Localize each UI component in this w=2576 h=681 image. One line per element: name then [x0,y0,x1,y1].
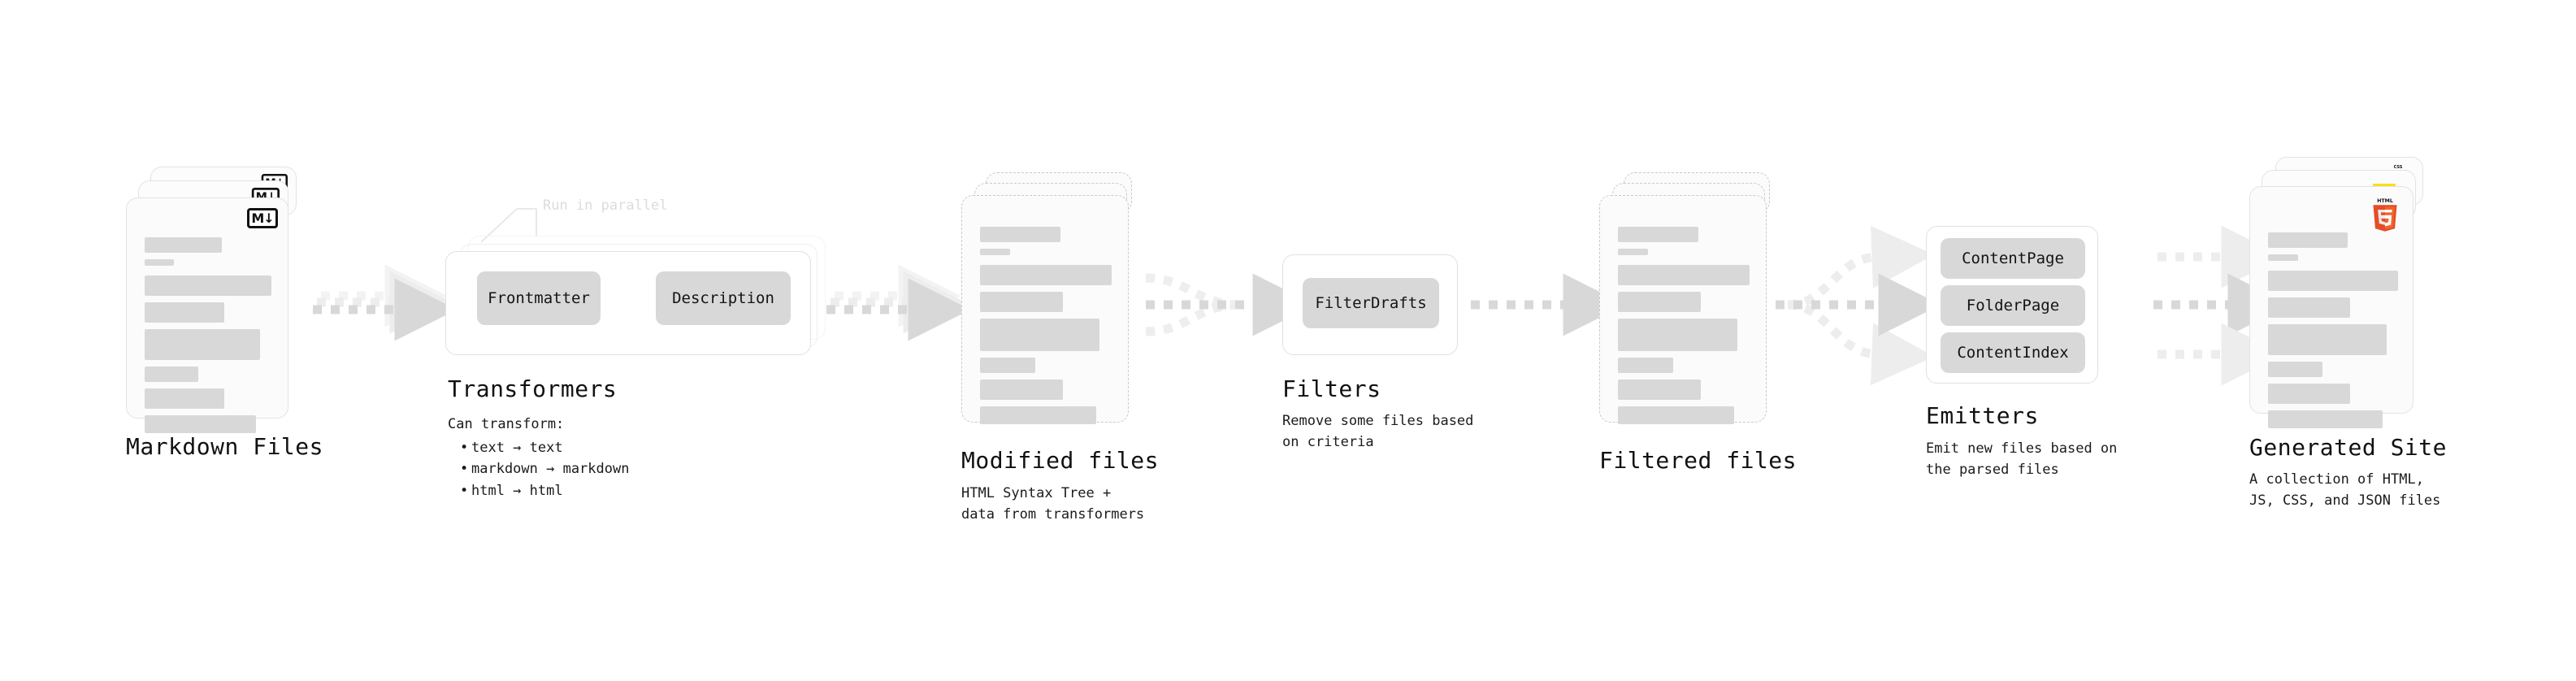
content-bar [1618,249,1649,255]
content-bar [1618,265,1750,285]
run-in-parallel-label: Run in parallel [543,197,668,214]
stage-title-modified-files: Modified files [961,447,1160,474]
modified-file-stack[interactable] [961,172,1136,432]
stage-desc-generated-site: A collection of HTML, JS, CSS, and JSON … [2249,471,2441,509]
content-bar [145,237,223,253]
transformers-bullet: html → html [460,480,629,502]
content-bar [2268,297,2350,318]
stage-title-filtered-files: Filtered files [1599,447,1798,474]
content-bar [145,367,198,382]
site-card-front[interactable]: HTML [2249,186,2413,428]
content-bar [1618,292,1702,312]
emitters-panel[interactable]: ContentPage FolderPage ContentIndex [1926,226,2098,384]
content-bar [2268,232,2348,248]
content-bar [1618,406,1734,424]
content-bar [980,358,1036,373]
stage-desc-emitters: Emit new files based on the parsed files [1926,440,2118,478]
transformers-subhead: Can transform: [448,416,565,432]
stage-desc-filters: Remove some files based on criteria [1282,413,1474,450]
stage-title-filters: Filters [1282,375,1381,402]
content-bar [1618,358,1674,373]
card-content-placeholder [145,237,271,440]
content-bar [2268,410,2383,428]
modified-card-front[interactable] [961,195,1129,424]
transformer-chip-frontmatter[interactable]: Frontmatter [477,271,601,325]
card-content-placeholder [980,227,1112,431]
content-bar [145,329,260,360]
stage-transformers: Run in parallel Frontmatter Description … [0,0,837,681]
content-bar [145,388,225,409]
content-bar [2268,254,2298,261]
stage-title-generated-site: Generated Site [2249,434,2448,461]
generated-site-stack[interactable]: CSS HTML [2249,157,2436,428]
transformers-bullet: markdown → markdown [460,458,629,480]
stage-title-emitters: Emitters [1926,402,2039,429]
stage-filters: FilterDrafts Filters Remove some files b… [1282,254,1474,450]
content-bar [980,265,1112,285]
content-bar [980,292,1064,312]
emitter-chip-folderpage[interactable]: FolderPage [1941,285,2085,326]
html5-badge-icon: HTML [2370,197,2400,236]
content-bar [145,275,271,296]
content-bar [145,415,257,433]
content-bar [980,380,1064,400]
filter-chip-filterdrafts[interactable]: FilterDrafts [1303,278,1439,328]
stage-title-transformers: Transformers [448,375,618,402]
stage-title-markdown-files: Markdown Files [126,433,324,460]
content-bar [2268,384,2350,404]
content-bar [145,302,225,323]
transformer-chip-description[interactable]: Description [656,271,791,325]
content-bar [1618,319,1738,351]
content-bar [145,259,174,266]
content-bar [2268,362,2323,377]
content-bar [980,406,1096,424]
card-content-placeholder [2268,232,2398,435]
card-content-placeholder [1618,227,1750,431]
stage-modified-files: Modified files HTML Syntax Tree + data f… [0,0,1162,681]
content-bar [980,319,1100,351]
content-bar [980,249,1011,255]
content-bar [2268,271,2398,291]
content-bar [2268,324,2387,355]
filters-panel[interactable]: FilterDrafts [1282,254,1458,355]
transformers-bullet: text → text [460,437,629,459]
stage-desc-modified-files: HTML Syntax Tree + data from transformer… [961,485,1145,523]
content-bar [1618,227,1698,242]
stage-markdown-files: M↓ M↓ M↓ Markdown Files [0,0,325,681]
svg-text:HTML: HTML [2377,198,2393,204]
transformers-bullet-list: text → text markdown → markdown html → h… [460,437,629,501]
stage-emitters: ContentPage FolderPage ContentIndex Emit… [1926,226,2118,478]
filtered-card-front[interactable] [1599,195,1767,424]
content-bar [1618,380,1702,400]
markdown-card-front[interactable]: M↓ [126,197,288,433]
markdown-badge-icon: M↓ [247,208,278,228]
filtered-file-stack[interactable] [1599,172,1774,432]
markdown-file-stack[interactable]: M↓ M↓ M↓ [126,167,301,433]
emitter-chip-contentindex[interactable]: ContentIndex [1941,332,2085,373]
content-bar [980,227,1060,242]
transformer-panel[interactable]: Frontmatter Description [445,251,811,355]
emitter-chip-contentpage[interactable]: ContentPage [1941,238,2085,279]
stage-filtered-files: Filtered files [1599,172,1798,474]
